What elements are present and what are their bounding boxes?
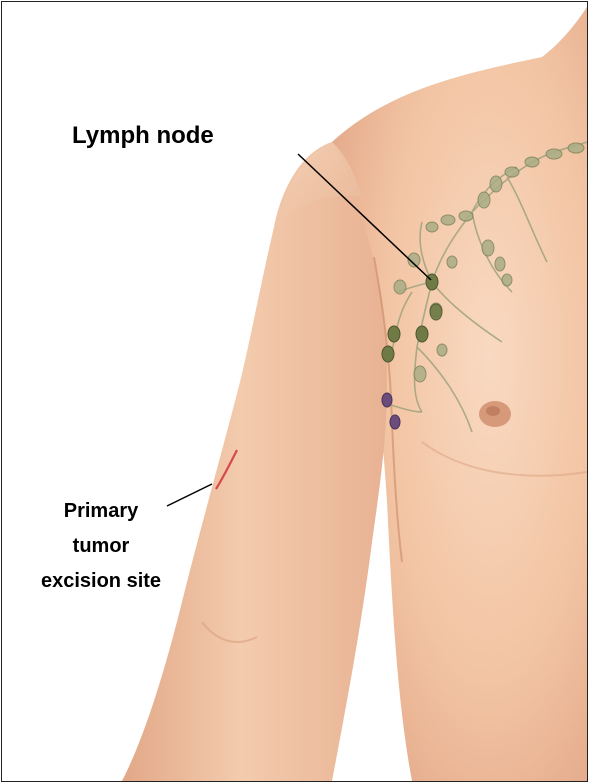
excision-site-label: Primary tumor excision site <box>16 494 186 599</box>
excision-label-line-2: tumor <box>16 529 186 564</box>
arm-shape <box>122 142 387 781</box>
nipple-center <box>486 406 500 416</box>
lymph-node-label: Lymph node <box>72 122 214 150</box>
excision-label-line-1: Primary <box>16 494 186 529</box>
excision-label-line-3: excision site <box>16 564 186 599</box>
